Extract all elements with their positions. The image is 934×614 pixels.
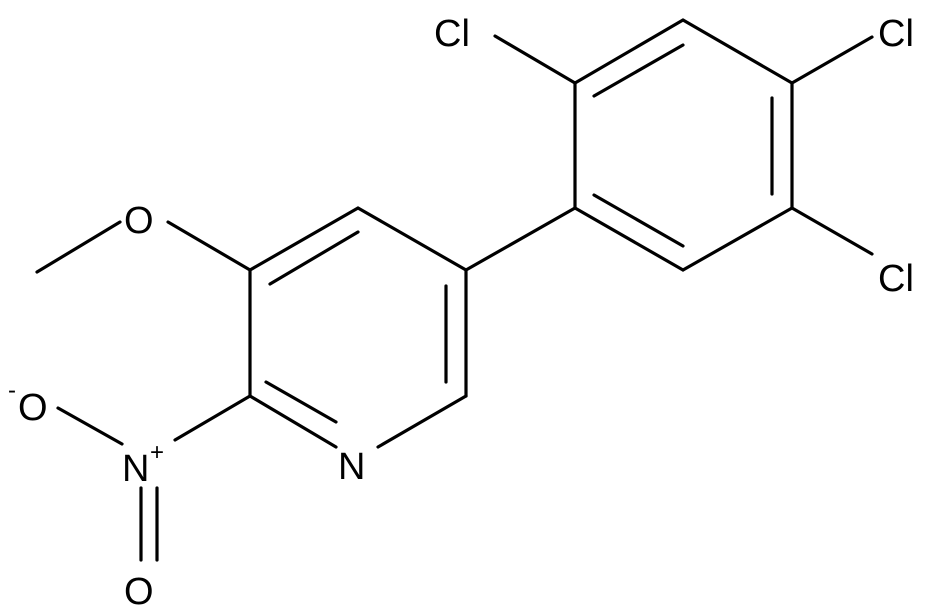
atom-methoxy-oxygen: O xyxy=(124,200,154,242)
atom-cl-top: Cl xyxy=(434,13,470,55)
bond-ph-c2-c3-double xyxy=(592,43,685,98)
bond-n1-c2-double xyxy=(264,380,338,424)
bond-ph-c5-c6 xyxy=(681,206,794,272)
atom-nitro-oxygen-upper: O xyxy=(18,387,48,429)
charge-minus: - xyxy=(8,377,16,404)
bond-c2-nitro-n xyxy=(173,394,252,442)
atom-nitro-oxygen-lower: O xyxy=(124,571,154,613)
atom-ring-nitrogen: N xyxy=(338,446,365,488)
charge-plus: + xyxy=(150,439,164,466)
bond-ph-c6-c1-double xyxy=(592,193,685,248)
bond-ph-c6-c1 xyxy=(573,206,685,272)
bond-nitro-n-o-upper xyxy=(56,406,124,446)
bond-o-c3 xyxy=(166,220,252,272)
bond-c4-c5 xyxy=(356,206,468,272)
bond-c6-n1 xyxy=(376,394,468,449)
bond-methyl-o xyxy=(35,220,122,274)
bond-c3-c4-double xyxy=(268,230,360,286)
bond-c3-c4 xyxy=(248,206,360,272)
atom-cl-right-bottom: Cl xyxy=(878,258,914,300)
atom-nitro-nitrogen: N xyxy=(122,448,149,490)
bond-n1-c2 xyxy=(248,394,338,449)
bond-biaryl xyxy=(464,206,577,272)
bond-ph-c5-cl xyxy=(790,206,874,256)
bond-ph-c2-c3 xyxy=(573,18,685,85)
bond-ph-c4-cl xyxy=(790,35,874,85)
bond-ph-c3-c4 xyxy=(681,18,794,85)
atom-cl-right-top: Cl xyxy=(878,13,914,55)
bond-ph-c2-cl xyxy=(493,34,577,85)
